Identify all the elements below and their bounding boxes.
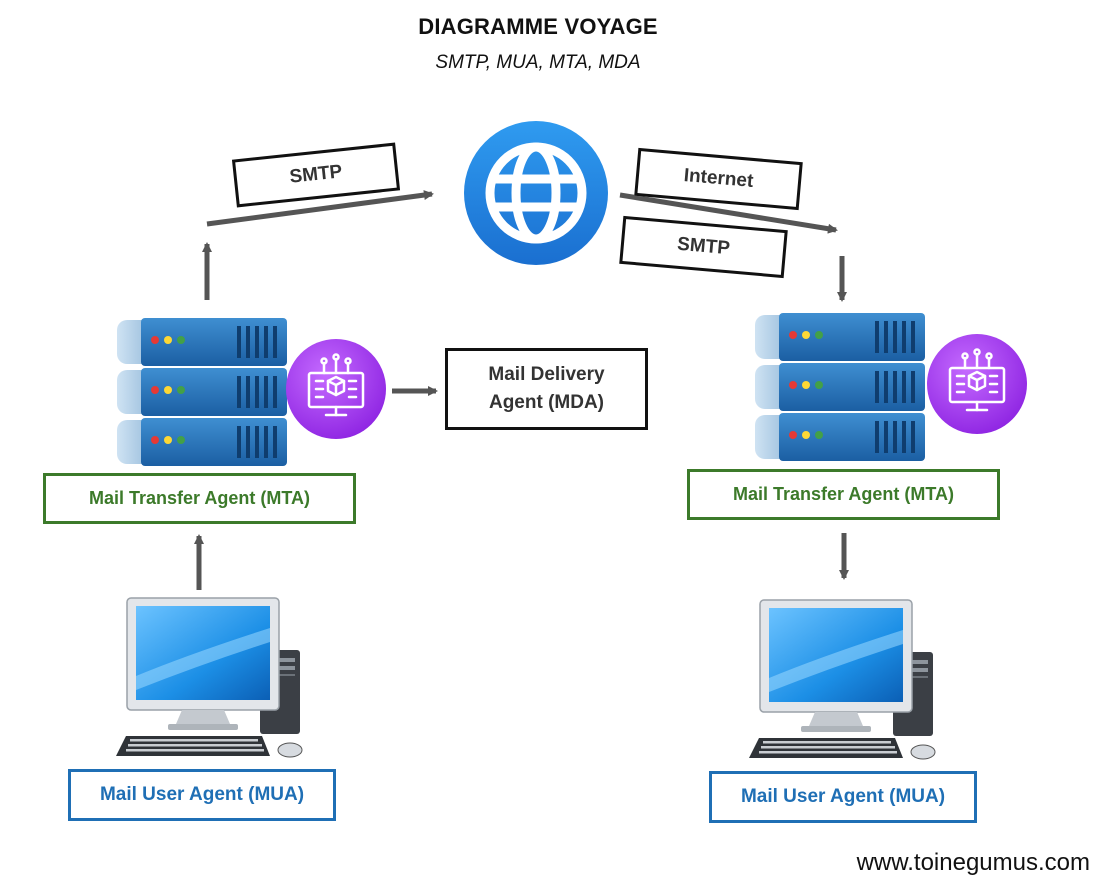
app-badge-icon-right [925, 332, 1029, 436]
mda-box: Mail Delivery Agent (MDA) [445, 348, 648, 430]
mda-label-line2: Agent (MDA) [488, 392, 605, 413]
globe-icon [464, 121, 608, 265]
mta-label-right: Mail Transfer Agent (MTA) [687, 469, 1000, 520]
diagram-title: DIAGRAMME VOYAGE [418, 14, 658, 39]
website-footer: www.toinegumus.com [856, 849, 1090, 876]
computer-icon-left [115, 597, 303, 758]
mta-label-left: Mail Transfer Agent (MTA) [43, 473, 356, 524]
mua-label-left: Mail User Agent (MUA) [68, 769, 336, 821]
mua-label-right: Mail User Agent (MUA) [709, 771, 977, 823]
arrow-from-internet [619, 192, 838, 234]
app-badge-icon-left [284, 337, 388, 441]
arrow-to-internet [206, 190, 434, 227]
diagram-subtitle: SMTP, MUA, MTA, MDA [435, 52, 641, 73]
server-icon-left [117, 318, 287, 466]
computer-icon-right [748, 599, 936, 760]
mda-label-line1: Mail Delivery [488, 364, 605, 385]
server-icon-right [755, 313, 925, 461]
